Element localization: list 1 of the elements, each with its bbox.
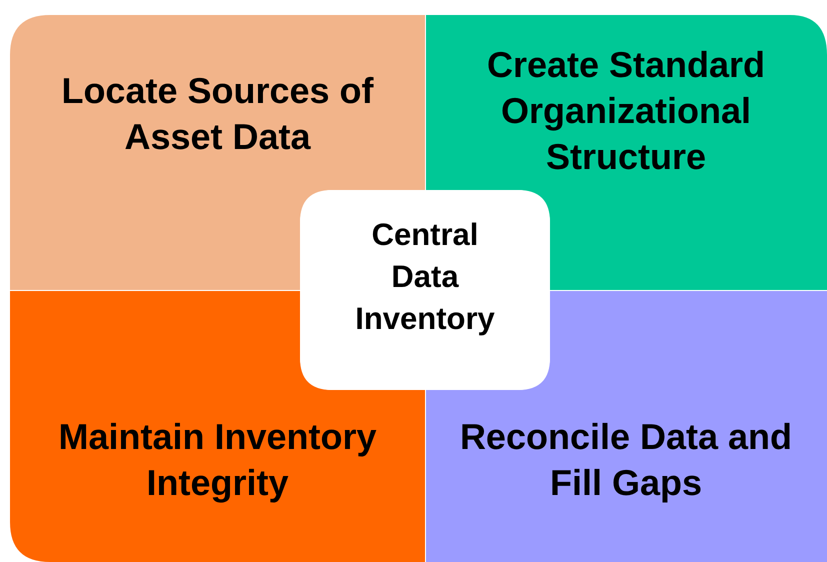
center-box: Central Data Inventory bbox=[300, 190, 550, 390]
